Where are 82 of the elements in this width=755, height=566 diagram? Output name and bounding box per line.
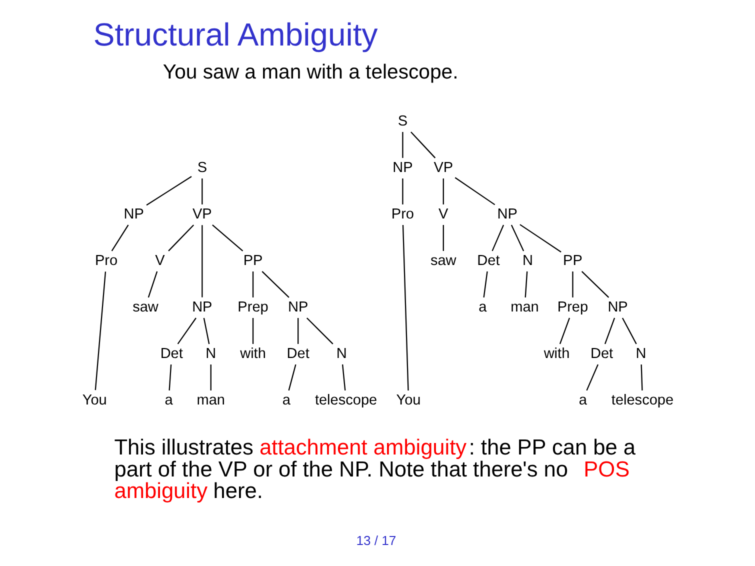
node-text: S — [397, 113, 408, 130]
connector — [510, 224, 524, 252]
connector — [402, 178, 403, 204]
connector — [147, 271, 158, 298]
node-text: VP — [433, 160, 453, 176]
node-text: PP — [562, 252, 582, 269]
connector — [261, 271, 289, 298]
connector — [558, 318, 570, 344]
node-text: man — [510, 299, 538, 316]
label: You saw a man with a telescope. — [162, 61, 458, 84]
connector — [212, 224, 243, 252]
connector — [491, 224, 504, 252]
node-text: man — [196, 392, 225, 408]
connector — [202, 318, 210, 344]
connector — [146, 176, 192, 206]
node-text: with — [543, 346, 570, 362]
connector — [442, 178, 444, 204]
connector — [94, 272, 106, 390]
node-text: NP — [287, 299, 308, 316]
connector — [586, 364, 598, 391]
node-text: V — [438, 206, 448, 222]
connector — [288, 364, 296, 391]
node-text: Pro — [94, 252, 118, 269]
node-text: N — [635, 346, 646, 362]
node-text: Det — [286, 346, 309, 362]
node-text: V — [154, 252, 164, 269]
node-text: saw — [430, 252, 456, 269]
node-text: NP — [607, 299, 628, 316]
node-text: with — [240, 346, 266, 362]
connector — [402, 132, 403, 158]
connector — [402, 224, 408, 391]
node-text: Pro — [390, 206, 414, 222]
node-text: N — [336, 346, 346, 362]
connector — [572, 271, 573, 298]
connector — [604, 318, 615, 344]
connector — [341, 364, 346, 390]
connector — [168, 364, 172, 390]
connector — [296, 318, 298, 344]
node-text: You — [396, 392, 420, 408]
connector — [201, 178, 202, 204]
connector — [176, 318, 196, 344]
node-text: NP — [392, 160, 412, 176]
connector — [252, 271, 254, 298]
node-text: NP — [496, 206, 517, 222]
node-text: NP — [192, 299, 212, 316]
connector — [640, 364, 642, 390]
connector — [454, 177, 495, 206]
node-text: a — [478, 299, 486, 316]
node-text: telescope — [610, 392, 674, 408]
connector — [306, 318, 333, 344]
node-text: a — [164, 392, 172, 408]
node-text: Prep — [237, 299, 268, 316]
connector — [410, 132, 436, 158]
connector — [519, 224, 561, 252]
node-text: Prep — [556, 299, 588, 316]
connector — [210, 364, 211, 390]
node-text: You — [82, 392, 106, 408]
connector — [482, 271, 488, 298]
node-text: NP — [123, 206, 144, 222]
node-text: Det — [476, 252, 500, 269]
connector — [168, 224, 194, 252]
connector — [524, 271, 528, 298]
node-text: a — [282, 392, 290, 408]
node-text: PP — [242, 252, 262, 269]
node-text: N — [522, 252, 532, 269]
connector — [252, 318, 254, 344]
connector — [201, 225, 202, 298]
node-text: telescope — [314, 392, 377, 408]
node-text: Det — [590, 346, 613, 362]
diagram-title: Structural Ambiguity — [92, 16, 378, 53]
label: This illustrates attachment ambiguity: the PP can be a part of the VP or of the NP. Note that there's no POS ambiguity here. — [114, 434, 636, 504]
connector — [621, 318, 636, 344]
label: 13 / 17 — [356, 532, 396, 548]
connector — [110, 224, 128, 252]
node-text: saw — [132, 299, 158, 316]
node-text: a — [578, 392, 586, 408]
node-text: N — [205, 346, 216, 362]
node-text: Det — [160, 346, 182, 362]
connector — [580, 271, 609, 298]
node-text: VP — [192, 206, 212, 222]
node-text: S — [196, 160, 206, 176]
connector — [442, 224, 444, 251]
